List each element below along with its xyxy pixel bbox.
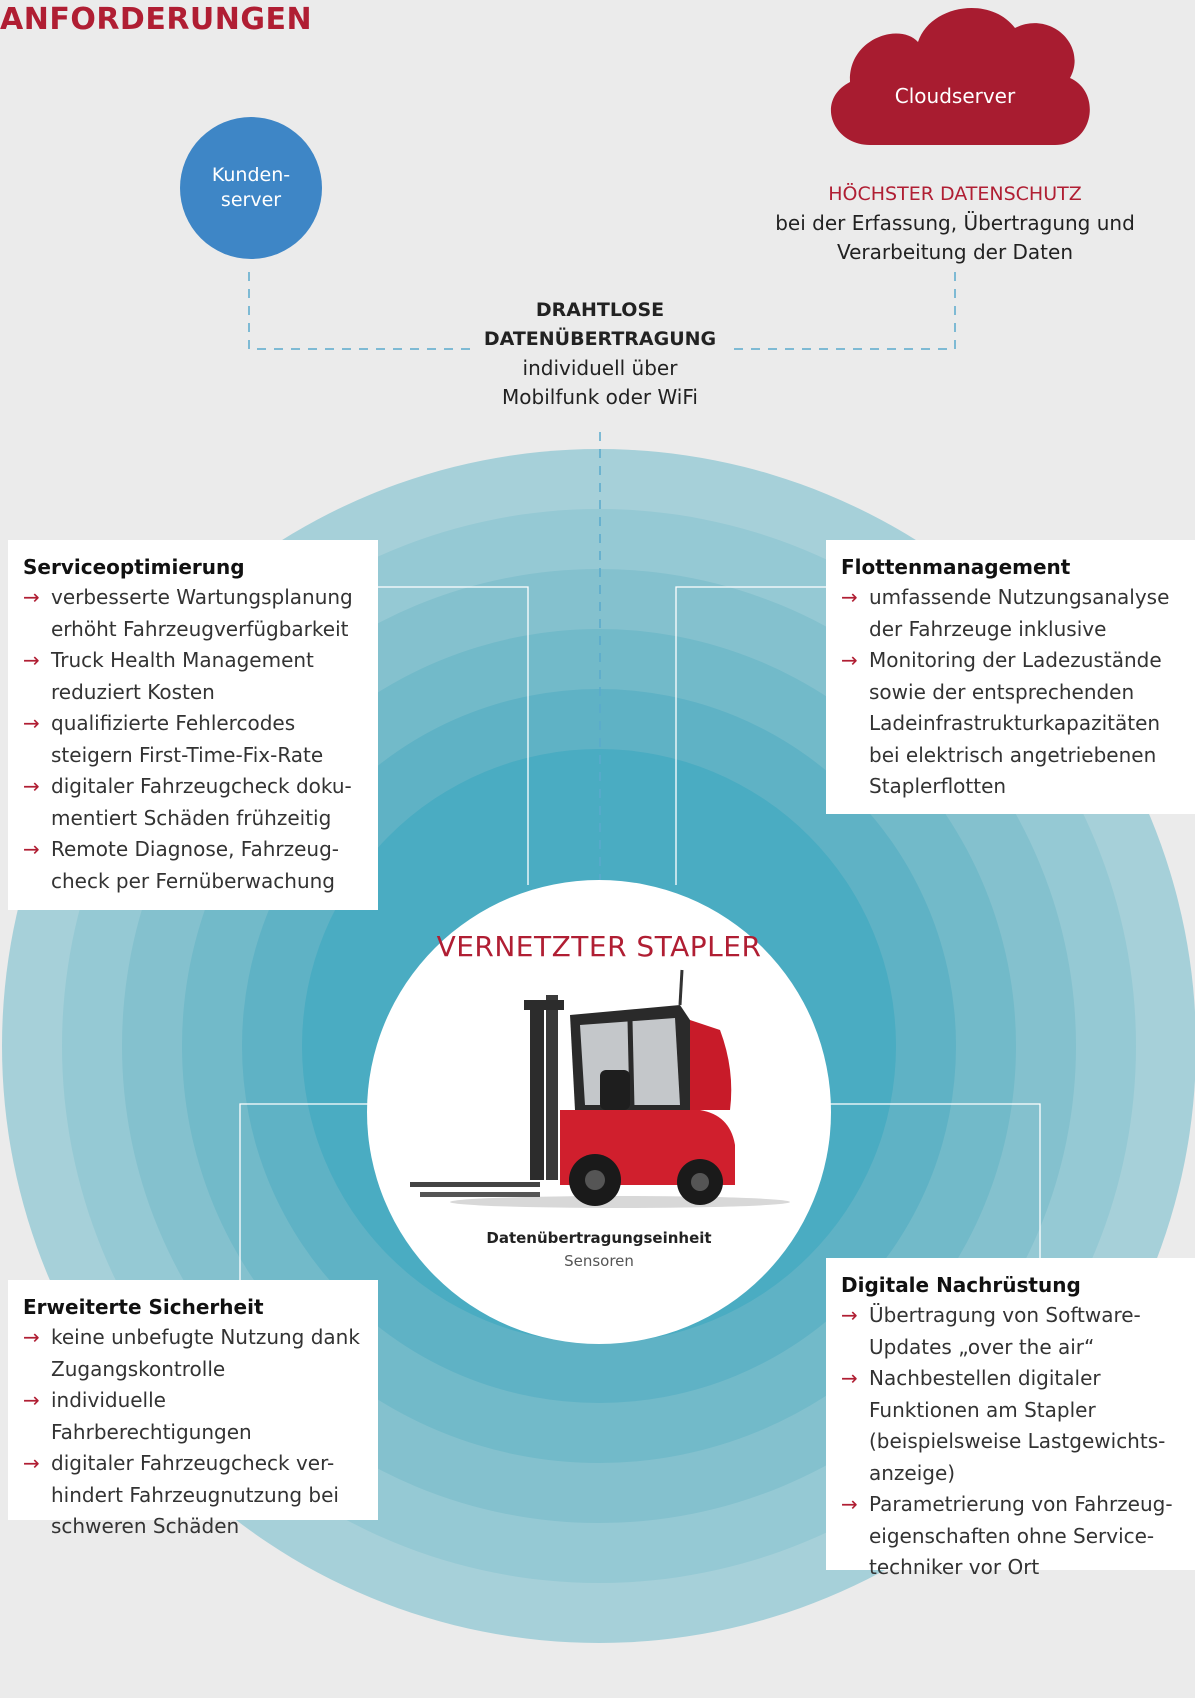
arrow-icon: → — [23, 774, 40, 798]
card-safety-title: Erweiterte Sicherheit — [23, 1295, 264, 1319]
arrow-icon: → — [841, 648, 858, 672]
line-retrofit — [820, 1103, 1041, 1258]
arrow-icon: → — [23, 1451, 40, 1475]
card-retrofit-title: Digitale Nachrüstung — [841, 1273, 1081, 1297]
privacy-line1: bei der Erfassung, Übertragung und — [775, 211, 1135, 235]
card-service: Serviceoptimierung →verbesserte Wartungs… — [8, 540, 378, 910]
dashed-line-customer — [248, 272, 470, 350]
card-fleet: Flottenmanagement →umfassende Nutzungsan… — [826, 540, 1195, 814]
cloud-server-label: Cloudserver — [894, 84, 1016, 108]
card-retrofit: Digitale Nachrüstung →Übertragung von So… — [826, 1258, 1195, 1579]
arrow-icon: → — [841, 1366, 858, 1390]
arrow-icon: → — [841, 1303, 858, 1327]
page-title: ANFORDERUNGEN — [0, 2, 313, 37]
arrow-icon: → — [23, 1325, 40, 1349]
arrow-icon: → — [23, 1388, 40, 1412]
list-item: →digitaler Fahrzeugcheck doku-mentiert S… — [23, 771, 363, 834]
wireless-title1: DRAHTLOSE — [535, 299, 665, 321]
wireless-title2: DATENÜBERTRAGUNG — [483, 328, 717, 350]
wireless-line2: Mobilfunk oder WiFi — [502, 385, 698, 409]
card-service-title: Serviceoptimierung — [23, 555, 245, 579]
privacy-block: HÖCHSTER DATENSCHUTZ bei der Erfassung, … — [740, 180, 1170, 267]
card-fleet-title: Flottenmanagement — [841, 555, 1071, 579]
center-title: VERNETZTER STAPLER — [436, 930, 762, 963]
arrow-icon: → — [23, 648, 40, 672]
arrow-icon: → — [23, 711, 40, 735]
list-item: →individuelle Fahrberechtigungen — [23, 1385, 363, 1448]
arrow-icon: → — [23, 585, 40, 609]
arrow-icon: → — [841, 1492, 858, 1516]
list-item: →Übertragung von Software-Updates „over … — [841, 1300, 1180, 1363]
customer-server-line1: Kunden- — [211, 164, 291, 186]
dashed-line-cloud — [730, 272, 956, 350]
wireless-line1: individuell über — [522, 356, 678, 380]
list-item: →digitaler Fahrzeugcheck ver-hindert Fah… — [23, 1448, 363, 1543]
list-item: →Remote Diagnose, Fahrzeug-check per Fer… — [23, 834, 363, 897]
cloud-icon — [830, 7, 1090, 146]
list-item: →Parametrierung von Fahrzeug-eigenschaft… — [841, 1489, 1180, 1584]
forklift-image — [410, 969, 790, 1208]
arrow-icon: → — [23, 837, 40, 861]
customer-server-line2: server — [220, 189, 282, 211]
arrow-icon: → — [841, 585, 858, 609]
line-service — [378, 586, 529, 885]
card-safety: Erweiterte Sicherheit →keine unbefugte N… — [8, 1280, 378, 1538]
privacy-title: HÖCHSTER DATENSCHUTZ — [828, 183, 1082, 205]
data-unit-label: Datenübertragungseinheit — [486, 1229, 712, 1247]
privacy-line2: Verarbeitung der Daten — [837, 240, 1073, 264]
wireless-block: DRAHTLOSE DATENÜBERTRAGUNG individuell ü… — [430, 296, 770, 412]
line-safety — [239, 1103, 400, 1280]
customer-server-node: Kunden- server — [180, 117, 322, 259]
sensor-label: Sensoren — [564, 1252, 634, 1270]
line-fleet — [675, 586, 826, 885]
